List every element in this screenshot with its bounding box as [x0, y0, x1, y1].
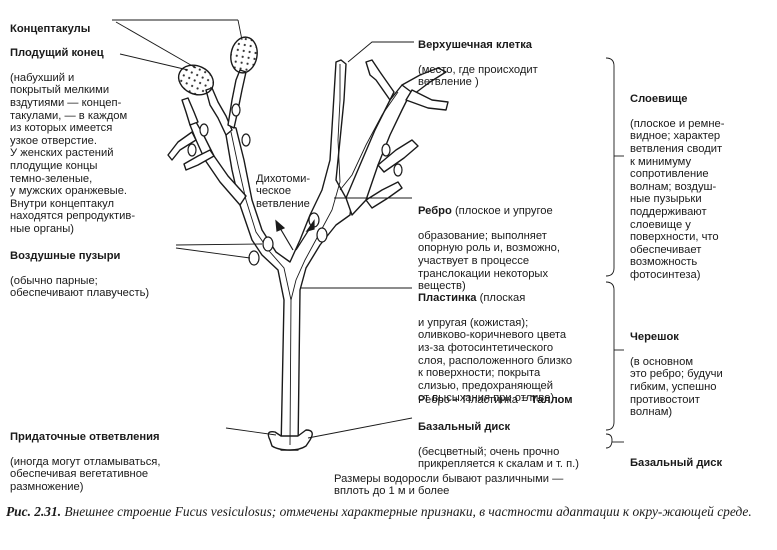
stipe-shape: [225, 59, 353, 451]
dichotomous-text: Дихотоми- ческое ветвление: [256, 172, 311, 210]
air-bladder: [381, 143, 391, 157]
fertile-tip-description: (набухший и покрытый мелкими вздутиями —…: [10, 71, 136, 235]
conceptacles-label: Концептакулы: [10, 10, 90, 48]
apical-cell-label: Верхушечная клетка (место, где происходи…: [418, 26, 538, 102]
midrib-title: Ребро: [418, 204, 452, 217]
frond-title: Слоевище: [630, 92, 688, 105]
frond-bracket: [605, 57, 615, 277]
adventitious-label: Придаточные ответвления (иногда могут от…: [10, 418, 160, 506]
midrib-label: Ребро (плоское и упругое образование; вы…: [418, 192, 560, 305]
air-bladder: [241, 133, 251, 147]
fertile-tip-title: Плодущий конец: [10, 46, 104, 59]
basal-disc-description: (бесцветный; очень прочно прикрепляется …: [418, 445, 579, 471]
air-bladder: [393, 163, 403, 177]
stipe-bracket: [605, 281, 615, 431]
frond-label: Слоевище (плоское и ремне- видное; харак…: [630, 80, 724, 294]
size-note: Размеры водоросли бывают различными — вп…: [334, 460, 563, 510]
air-bladder: [316, 227, 328, 243]
air-bladder: [248, 250, 260, 266]
lamina-title-suffix: (плоская: [476, 291, 526, 304]
air-bladders-title: Воздушные пузыри: [10, 249, 121, 262]
thallus-formula-prefix: Ребро + Пластинка =: [418, 393, 531, 406]
basal-disc-bracket: [605, 433, 613, 449]
air-bladder: [262, 236, 274, 252]
adventitious-description: (иногда могут отламываться, обеспечивая …: [10, 455, 161, 493]
caption-number: Рис. 2.31.: [6, 504, 62, 519]
fertile-tip-left: [177, 64, 215, 96]
basal-disc-label: Базальный диск (бесцветный; очень прочно…: [418, 408, 579, 484]
midrib-description: образование; выполняет опорную роль и, в…: [418, 229, 560, 293]
air-bladder: [231, 103, 241, 117]
lamina-label: Пластинка (плоская и упругая (кожистая);…: [418, 279, 572, 418]
dichotomous-label: Дихотоми- ческое ветвление: [256, 160, 310, 223]
basal-disc-right-title: Базальный диск: [630, 456, 723, 469]
conceptacles-title: Концептакулы: [10, 22, 91, 35]
fertile-tip-right: [230, 36, 258, 74]
fertile-tip-label: Плодущий конец (набухший и покрытый мелк…: [10, 34, 135, 248]
stipe-label: Черешок (в основном это ребро; будучи ги…: [630, 318, 723, 431]
lamina-title: Пластинка: [418, 291, 477, 304]
stipe-title: Черешок: [630, 330, 679, 343]
frond-description: (плоское и ремне- видное; характер ветвл…: [630, 117, 725, 281]
stipe-description: (в основном это ребро; будучи гибким, ус…: [630, 355, 723, 419]
size-note-text: Размеры водоросли бывают различными — вп…: [334, 472, 564, 498]
caption-text: Внешнее строение Fucus vesiculosus; отме…: [61, 504, 752, 519]
air-bladder: [187, 143, 197, 157]
adventitious-title: Придаточные ответвления: [10, 430, 160, 443]
apical-cell-title: Верхушечная клетка: [418, 38, 533, 51]
basal-disc-title: Базальный диск: [418, 420, 511, 433]
midrib-title-suffix: (плоское и упругое: [451, 204, 553, 217]
thallus-formula-term: Таллом: [530, 393, 573, 406]
air-bladder: [199, 123, 209, 137]
basal-disc-right-label: Базальный диск: [630, 444, 722, 482]
thallus-formula: Ребро + Пластинка = Таллом: [418, 381, 573, 406]
apical-cell-description: (место, где происходит ветвление ): [418, 63, 538, 89]
air-bladders-description: (обычно парные; обеспечивают плавучесть): [10, 274, 150, 300]
air-bladders-label: Воздушные пузыри (обычно парные; обеспеч…: [10, 237, 149, 313]
figure-caption: Рис. 2.31. Внешнее строение Fucus vesicu…: [6, 504, 771, 520]
lamina-description: и упругая (кожистая); оливково-коричнево…: [418, 316, 573, 405]
